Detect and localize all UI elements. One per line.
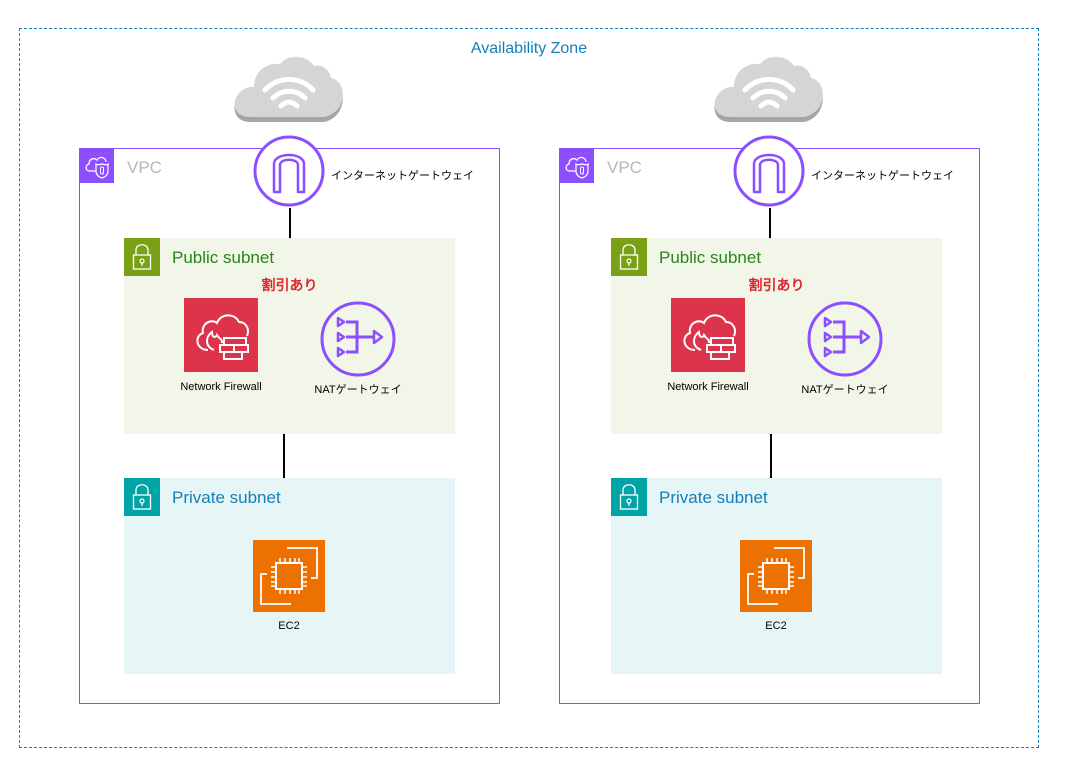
- network-firewall-label: Network Firewall: [180, 381, 262, 393]
- vpc-badge: [80, 149, 114, 183]
- public-subnet[interactable]: Public subnet 割引あり Network Firewall NATゲ…: [124, 238, 455, 434]
- lock-icon: [619, 484, 639, 510]
- availability-zone-boundary: [19, 28, 1039, 748]
- public-subnet-label: Public subnet: [172, 248, 275, 267]
- network-firewall-icon[interactable]: [184, 298, 258, 372]
- lock-icon: [132, 244, 152, 270]
- private-subnet-label: Private subnet: [659, 488, 768, 507]
- public-subnet-label: Public subnet: [659, 248, 762, 267]
- availability-zone-label: Availability Zone: [470, 40, 588, 57]
- connector-igw-public: [289, 208, 291, 238]
- ec2-icon[interactable]: [253, 540, 325, 612]
- connector-igw-public: [769, 208, 771, 238]
- private-subnet-badge: [611, 478, 647, 516]
- public-subnet-badge: [124, 238, 160, 276]
- lock-icon: [132, 484, 152, 510]
- vpc-badge: [560, 149, 594, 183]
- network-firewall-label: Network Firewall: [667, 381, 749, 393]
- private-subnet-badge: [124, 478, 160, 516]
- internet-gateway-icon[interactable]: [252, 134, 326, 208]
- ec2-label: EC2: [765, 620, 787, 632]
- connector-public-private: [770, 433, 772, 478]
- ec2-icon[interactable]: [740, 540, 812, 612]
- nat-gateway-icon[interactable]: [319, 300, 397, 378]
- ec2-label: EC2: [278, 620, 300, 632]
- nat-gateway-label: NATゲートウェイ: [801, 384, 889, 396]
- vpc-label: VPC: [127, 158, 162, 177]
- network-firewall-icon[interactable]: [671, 298, 745, 372]
- internet-gateway-label: インターネットゲートウェイ: [811, 170, 954, 182]
- connector-public-private: [283, 433, 285, 478]
- private-subnet[interactable]: Private subnet EC2: [611, 478, 942, 674]
- internet-gateway-icon[interactable]: [732, 134, 806, 208]
- vpc-label: VPC: [607, 158, 642, 177]
- private-subnet[interactable]: Private subnet EC2: [124, 478, 455, 674]
- nat-gateway-icon[interactable]: [806, 300, 884, 378]
- private-subnet-label: Private subnet: [172, 488, 281, 507]
- vpc-cloud-shield-icon: [565, 156, 589, 179]
- internet-cloud-icon: [714, 56, 823, 122]
- public-subnet[interactable]: Public subnet 割引あり Network Firewall NATゲ…: [611, 238, 942, 434]
- discount-note: 割引あり: [261, 277, 318, 293]
- public-subnet-badge: [611, 238, 647, 276]
- internet-cloud-icon: [234, 56, 343, 122]
- discount-note: 割引あり: [748, 277, 805, 293]
- internet-gateway-label: インターネットゲートウェイ: [331, 170, 474, 182]
- nat-gateway-label: NATゲートウェイ: [314, 384, 402, 396]
- vpc-cloud-shield-icon: [85, 156, 109, 179]
- lock-icon: [619, 244, 639, 270]
